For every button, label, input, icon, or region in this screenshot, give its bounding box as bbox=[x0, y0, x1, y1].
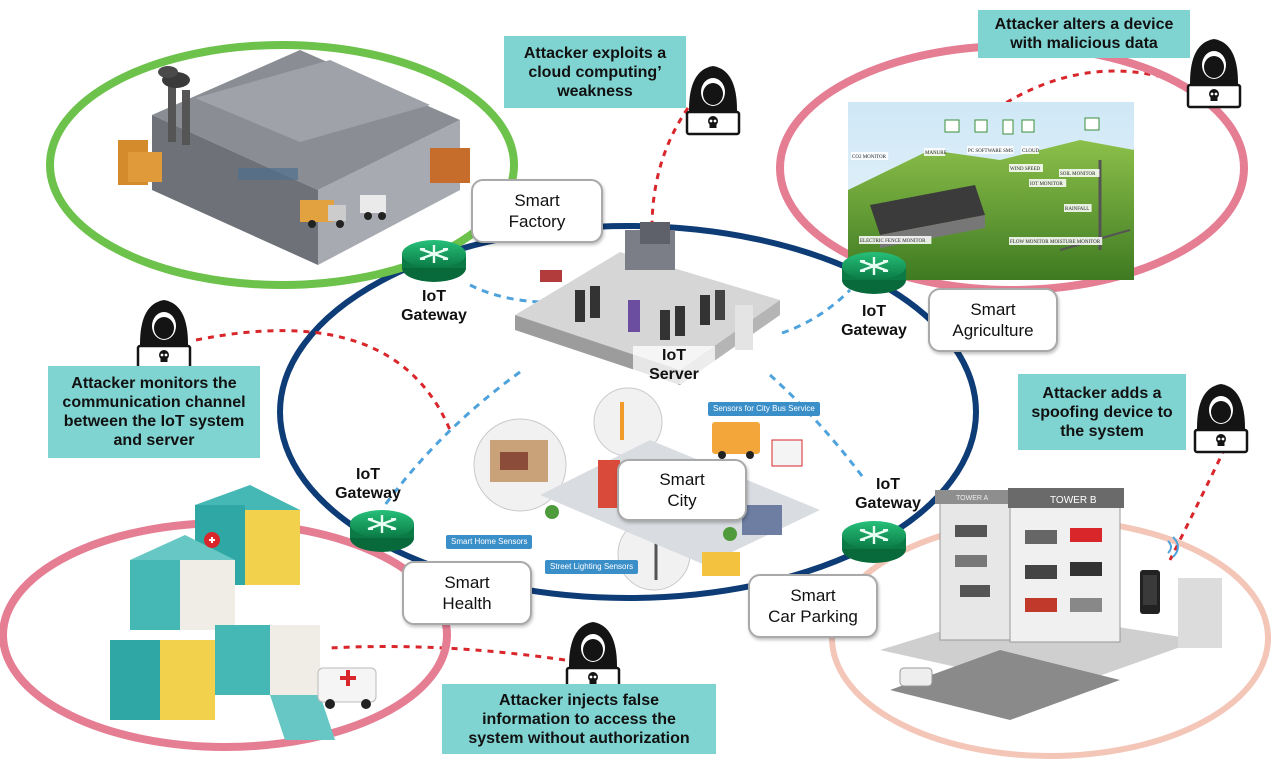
agri-tag-bg bbox=[1021, 146, 1039, 154]
agriculture-illustration bbox=[848, 102, 1134, 280]
hacker-icon bbox=[1186, 37, 1242, 109]
agri-sensor-tag: ELECTRIC FENCE MONITOR bbox=[860, 239, 926, 244]
agri-sensor-tag: CO2 MONITOR bbox=[852, 155, 887, 160]
city-illustration bbox=[473, 387, 820, 591]
health-illustration bbox=[110, 485, 377, 740]
hacker-icon bbox=[136, 298, 192, 370]
attack-alter-box: Attacker alters a device with malicious … bbox=[978, 10, 1190, 58]
attack-spoof-box: Attacker adds a spoofing device to the s… bbox=[1018, 374, 1186, 450]
smart-car-parking-label: Smart Car Parking bbox=[748, 574, 878, 638]
parking-illustration bbox=[880, 488, 1222, 720]
agri-tag-bg bbox=[859, 236, 932, 244]
agri-tag-bg bbox=[851, 152, 889, 160]
agri-tag-bg bbox=[1009, 164, 1043, 172]
agri-sensor-tag: FLOW MONITOR bbox=[1010, 240, 1049, 245]
gateway-router-icon bbox=[840, 250, 908, 296]
hacker-icon bbox=[685, 64, 741, 136]
agri-sensor-tag: WIND SPEED bbox=[1010, 167, 1041, 172]
gateway-server-links bbox=[383, 283, 867, 506]
smart-health-label: Smart Health bbox=[402, 561, 532, 625]
gateway-label: IoT Gateway bbox=[855, 476, 921, 512]
agri-sensor-tag: PC SOFTWARE bbox=[968, 149, 1002, 154]
agri-sensor-tag: MOISTURE MONITOR bbox=[1050, 240, 1101, 245]
agri-tag-bg bbox=[1064, 204, 1092, 212]
hacker-icon bbox=[565, 620, 621, 692]
attack-monitor-box: Attacker monitors the communication chan… bbox=[48, 366, 260, 458]
parking-tower-tags: TOWER A TOWER B bbox=[956, 495, 1097, 506]
agri-tag-bg bbox=[1059, 169, 1100, 177]
gateway-router-icon bbox=[400, 238, 468, 284]
smart-home-sensor-tag: Smart Home Sensors bbox=[446, 535, 533, 549]
agri-sensor-tag: IOT MONITOR bbox=[1030, 182, 1063, 187]
agri-tag-bg bbox=[1029, 179, 1067, 187]
smart-factory-label: Smart Factory bbox=[471, 179, 603, 243]
agri-sensor-tag: SMS bbox=[1003, 149, 1013, 154]
street-lighting-sensor-tag: Street Lighting Sensors bbox=[545, 560, 639, 574]
factory-ring bbox=[46, 41, 518, 289]
iot-server-label: IoT Server bbox=[633, 346, 715, 384]
hacker-icon bbox=[1193, 382, 1249, 454]
gateway-label: IoT Gateway bbox=[841, 303, 907, 339]
iot-server-illustration bbox=[515, 222, 780, 385]
agri-tag-bg bbox=[1002, 146, 1014, 154]
agri-sensor-tag: SOIL MONITOR bbox=[1060, 172, 1096, 177]
gateway-label: IoT Gateway bbox=[401, 288, 467, 324]
svg-text:TOWER B: TOWER B bbox=[1050, 495, 1097, 506]
iot-network-ring bbox=[277, 223, 979, 601]
city-bus-sensor-tag: Sensors for City Bus Service bbox=[708, 402, 820, 416]
agri-sensor-tag: CLOUD bbox=[1022, 149, 1040, 154]
svg-text:TOWER A: TOWER A bbox=[956, 495, 988, 502]
agri-tag-bg bbox=[1049, 237, 1103, 245]
gateway-label: IoT Gateway bbox=[335, 466, 401, 502]
gateway-router-icon bbox=[348, 508, 416, 554]
smart-city-label: Smart City bbox=[617, 459, 747, 521]
attack-inject-box: Attacker injects false information to ac… bbox=[442, 684, 716, 754]
agri-tag-bg bbox=[967, 146, 1005, 154]
smart-agriculture-label: Smart Agriculture bbox=[928, 288, 1058, 352]
agri-sensor-tag: MANURE bbox=[925, 151, 947, 156]
attack-cloud-box: Attacker exploits a cloud computing’ wea… bbox=[504, 36, 686, 108]
agri-tag-bg bbox=[924, 148, 946, 156]
agri-sensor-tag: RAINFALL bbox=[1065, 207, 1089, 212]
gateway-router-icon bbox=[840, 519, 908, 565]
agri-tag-bg bbox=[1009, 237, 1050, 245]
factory-illustration bbox=[118, 50, 470, 265]
